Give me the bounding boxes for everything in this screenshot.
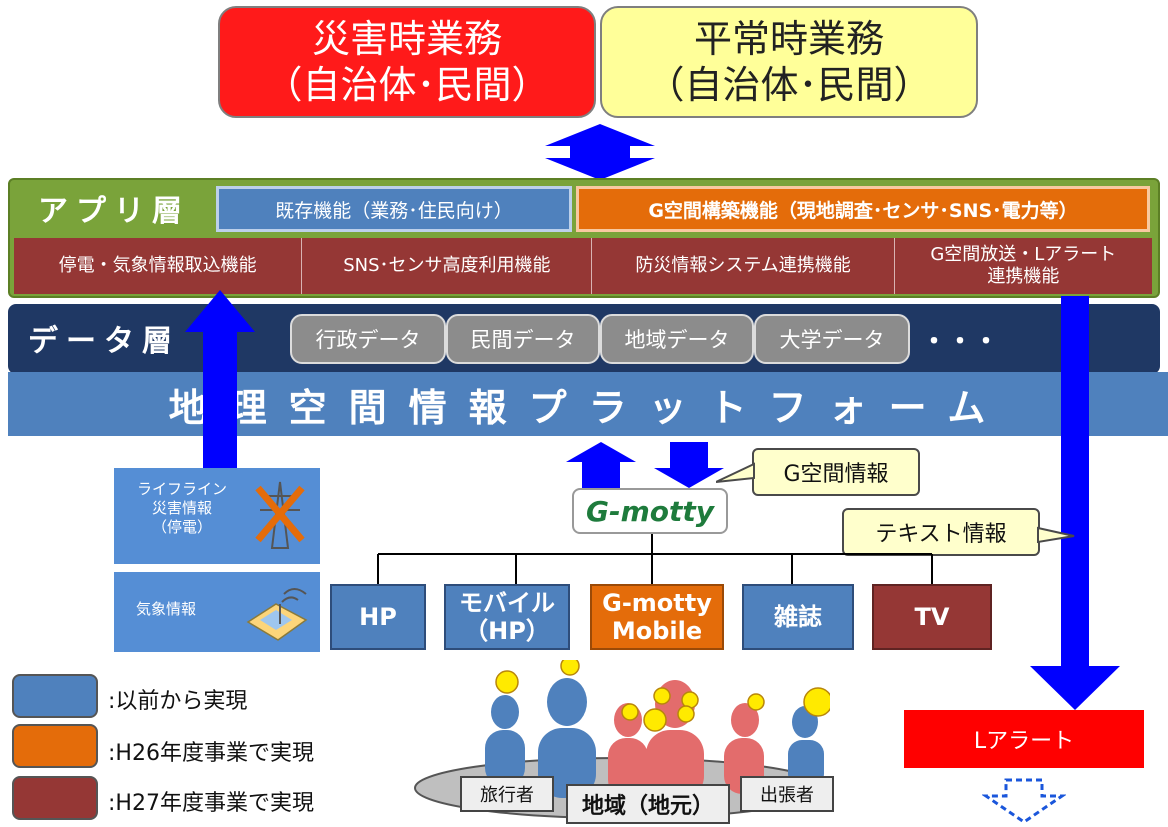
local-community-label: 地域（地元） xyxy=(566,784,730,824)
media-magazine-box: 雑誌 xyxy=(742,584,854,650)
down-arrow-icon xyxy=(654,442,724,488)
outage-weather-import-function: 停電・気象情報取込機能 xyxy=(14,238,303,294)
data-cylinder: 行政データ xyxy=(290,314,446,364)
weather-label: 気象情報 xyxy=(136,600,197,618)
legend-swatch-blue xyxy=(12,674,98,718)
disaster-business-box: 災害時業務 （自治体･民間） xyxy=(218,6,596,118)
media-tv-label: TV xyxy=(914,603,950,631)
media-gmotty-mobile-box: G-motty Mobile xyxy=(590,584,724,650)
gspace-info-callout: G空間情報 xyxy=(752,448,920,496)
media-mobile-line1: モバイル xyxy=(459,589,555,617)
media-mobile-line2: （HP） xyxy=(464,617,550,645)
legend-swatch-orange xyxy=(12,724,98,768)
callout-pointer xyxy=(716,462,755,483)
broadcast-lalert-line1: G空間放送・Lアラート xyxy=(930,244,1117,265)
two-way-arrow-icon xyxy=(545,124,655,180)
geospatial-platform-bar: 地理空間情報プラットフォーム xyxy=(8,372,1168,436)
normal-business-subtitle: （自治体･民間） xyxy=(646,63,932,107)
media-gmotty-line1: G-motty xyxy=(602,589,712,617)
lalert-box: Lアラート xyxy=(904,710,1144,768)
media-mobile-box: モバイル （HP） xyxy=(444,584,570,650)
legend-text-blue: :以前から実現 xyxy=(108,689,248,714)
media-magazine-label: 雑誌 xyxy=(774,603,822,631)
function-row: 停電・気象情報取込機能 SNS･センサ高度利用機能 防災情報システム連携機能 G… xyxy=(14,238,1152,294)
normal-business-title: 平常時業務 xyxy=(693,17,884,61)
sns-sensor-function: SNS･センサ高度利用機能 xyxy=(302,238,593,294)
data-more-dots: ・・・ xyxy=(920,326,999,357)
gspace-build-functions-box: G空間構築機能（現地調査･センサ･SNS･電力等） xyxy=(576,186,1150,232)
callout-pointer xyxy=(1037,526,1075,544)
legend-text-red: :H27年度事業で実現 xyxy=(108,791,314,816)
business-traveler-label: 出張者 xyxy=(740,776,834,812)
traveler-label: 旅行者 xyxy=(460,776,554,812)
disaster-business-title: 災害時業務 xyxy=(311,17,502,61)
lifeline-disaster-info-box: ライフライン 災害情報 （停電） xyxy=(114,468,320,564)
disaster-system-link-function: 防災情報システム連携機能 xyxy=(592,238,895,294)
existing-functions-box: 既存機能（業務･住民向け） xyxy=(216,186,572,232)
media-tv-box: TV xyxy=(872,584,992,650)
broadcast-lalert-line2: 連携機能 xyxy=(987,266,1060,287)
up-arrow-icon xyxy=(566,442,636,488)
normal-business-box: 平常時業務 （自治体･民間） xyxy=(600,6,978,118)
legend-text-orange: :H26年度事業で実現 xyxy=(108,741,314,766)
down-arrow-icon xyxy=(1030,296,1120,710)
media-gmotty-line2: Mobile xyxy=(611,617,703,645)
weather-sensor-icon xyxy=(246,588,308,641)
lifeline-line3: （停電） xyxy=(151,518,212,536)
up-arrow-icon xyxy=(185,290,255,468)
distribution-tree xyxy=(377,534,933,584)
media-hp-label: HP xyxy=(359,603,397,631)
dashed-down-arrow-icon xyxy=(982,778,1066,824)
g-motty-logo: G-motty xyxy=(572,488,728,534)
data-cylinder: 大学データ xyxy=(754,314,910,364)
broadcast-lalert-link-function: G空間放送・Lアラート 連携機能 xyxy=(894,238,1152,294)
weather-info-box: 気象情報 xyxy=(114,572,320,652)
media-hp-box: HP xyxy=(330,584,426,650)
disaster-business-subtitle: （自治体･民間） xyxy=(264,63,550,107)
data-cylinder: 民間データ xyxy=(446,314,600,364)
app-layer-label: アプリ層 xyxy=(38,194,190,229)
data-cylinder: 地域データ xyxy=(600,314,754,364)
legend-swatch-red xyxy=(12,776,98,820)
data-layer-label: データ層 xyxy=(28,324,180,359)
lifeline-line1: ライフライン xyxy=(136,480,227,498)
lifeline-label: ライフライン 災害情報 （停電） xyxy=(122,480,242,537)
text-info-callout: テキスト情報 xyxy=(842,508,1040,556)
power-outage-icon xyxy=(255,481,305,549)
lifeline-line2: 災害情報 xyxy=(151,499,212,517)
